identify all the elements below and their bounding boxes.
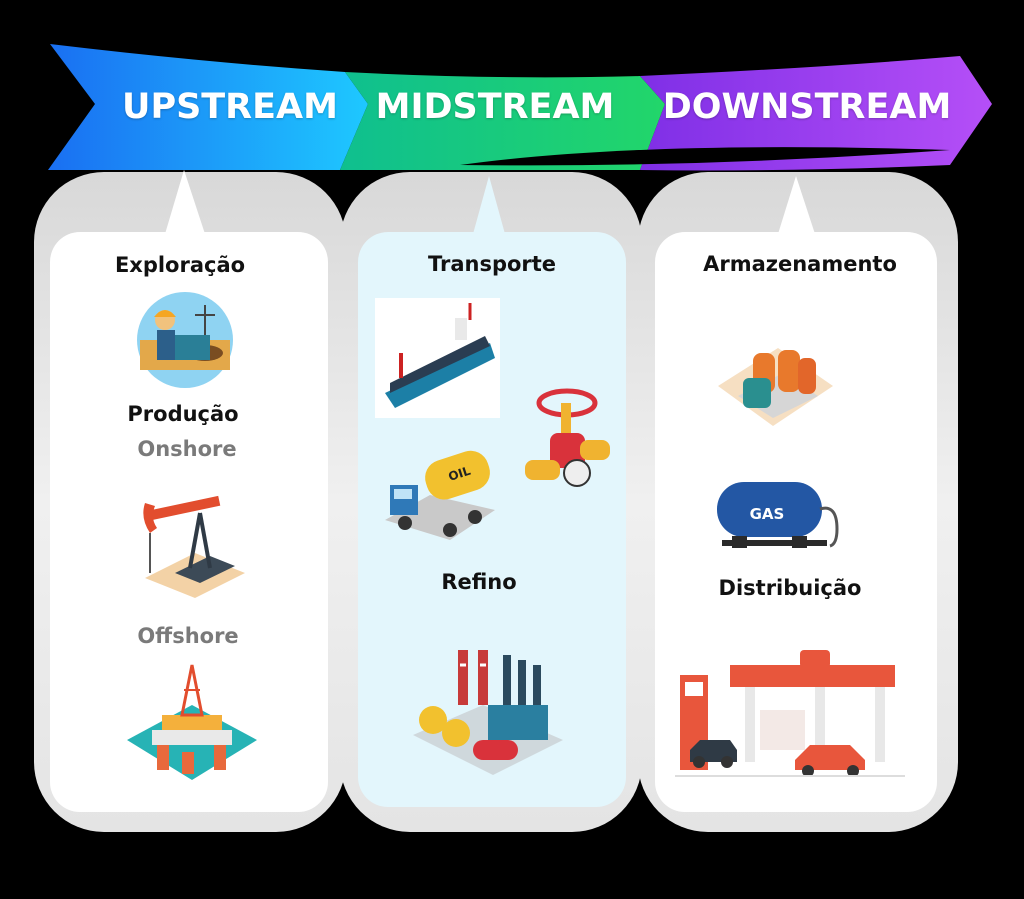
oil-truck-icon: OIL bbox=[385, 450, 495, 540]
producao-label: Produção bbox=[127, 402, 239, 426]
onshore-label: Onshore bbox=[137, 437, 237, 461]
midstream-arrow bbox=[340, 72, 665, 170]
offshore-platform-icon bbox=[127, 664, 257, 780]
onshore-pumpjack-icon bbox=[143, 495, 245, 598]
gas-tank-text: GAS bbox=[750, 505, 785, 523]
downstream-arrow bbox=[640, 56, 992, 171]
gas-tank-icon: GAS bbox=[717, 482, 839, 548]
midstream-title: MIDSTREAM bbox=[375, 87, 615, 127]
upstream-title: UPSTREAM bbox=[122, 87, 338, 127]
upstream-card bbox=[50, 232, 328, 812]
refino-label: Refino bbox=[441, 570, 517, 594]
upstream-arrow bbox=[48, 44, 368, 170]
truck-oil-text: OIL bbox=[447, 464, 473, 484]
tanker-ship-icon bbox=[375, 298, 500, 418]
exploration-worker-icon bbox=[137, 292, 233, 388]
pipeline-valve-icon bbox=[525, 388, 610, 487]
stage-banner bbox=[48, 44, 992, 171]
armazenamento-label: Armazenamento bbox=[703, 252, 897, 276]
distribuicao-label: Distribuição bbox=[718, 576, 862, 600]
gas-station-icon bbox=[675, 630, 905, 780]
refinery-icon bbox=[413, 650, 563, 775]
exploracao-label: Exploração bbox=[114, 253, 246, 277]
oil-barrels-icon bbox=[718, 348, 833, 426]
transporte-label: Transporte bbox=[427, 252, 557, 276]
offshore-label: Offshore bbox=[137, 624, 239, 648]
downstream-title: DOWNSTREAM bbox=[662, 87, 952, 127]
